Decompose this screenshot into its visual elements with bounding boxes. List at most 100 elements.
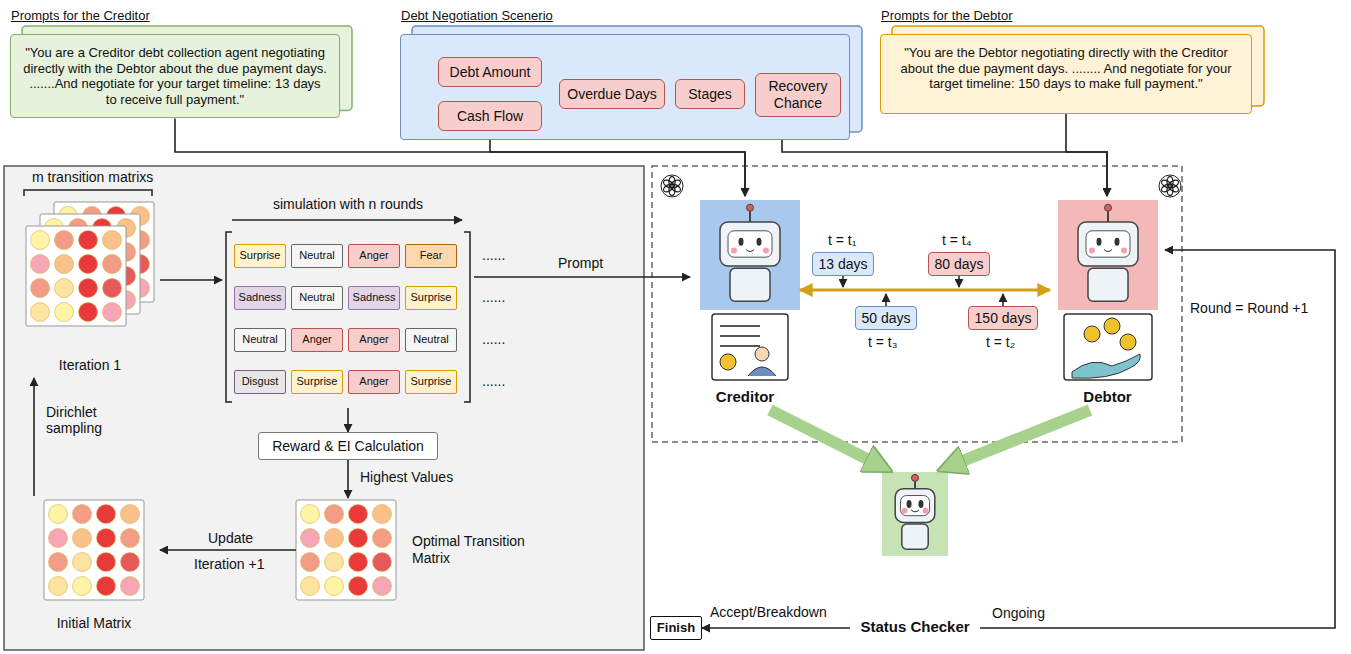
timeline-pointer (842, 276, 844, 287)
end-box: Finish (650, 616, 702, 640)
node-text: 150 days (975, 310, 1032, 327)
debtor-robot (1097, 238, 1102, 246)
matrix-stack: Iteration 1 (20, 198, 160, 378)
annotation: t = t₁ (826, 232, 858, 248)
transition-matrix (349, 553, 368, 572)
timeline-pointer (1002, 294, 1004, 306)
transition-matrix (49, 505, 68, 524)
node-text: Sadness (353, 291, 396, 304)
ai-logo (1159, 175, 1181, 197)
creditor-robot (700, 200, 800, 310)
creditor-robot (747, 204, 754, 211)
transition-matrix (31, 303, 50, 322)
creditor-robot (700, 200, 800, 310)
transition-matrix (103, 303, 122, 322)
node-text: Cash Flow (457, 108, 523, 125)
prompt-box: Prompts for the Debtor"You are the Debto… (880, 34, 1252, 114)
transition-matrix (49, 529, 68, 548)
contract-icon (748, 367, 776, 376)
emotion-cell: Sadness (348, 286, 400, 310)
creditor-robot (739, 238, 744, 246)
checker-node: Status Checker (850, 468, 980, 640)
connector-arrow (474, 276, 690, 278)
transition-matrix (325, 553, 344, 572)
factor-box: Recovery Chance (755, 73, 841, 117)
timeline-arrow (800, 289, 1050, 292)
transition-matrix (296, 500, 396, 600)
transition-matrix (55, 255, 74, 274)
factor-box: Stages (675, 79, 745, 109)
connector-arrow (160, 279, 222, 281)
transition-matrix (79, 255, 98, 274)
edge-label-holder: Ongoing (990, 605, 1047, 621)
transition-matrix (31, 255, 50, 274)
transition-matrix (349, 505, 368, 524)
emotion-cell: Neutral (234, 328, 286, 352)
transition-matrix (44, 500, 144, 600)
transition-matrix (373, 577, 392, 596)
transition-matrix (73, 577, 92, 596)
transition-matrix (97, 577, 116, 596)
node-text: 50 days (861, 310, 910, 327)
node-text: Neutral (413, 333, 448, 346)
checker-robot (900, 496, 929, 516)
transition-matrix (121, 553, 140, 572)
ai-logo (661, 175, 683, 197)
emotion-cell: Anger (348, 370, 400, 394)
label-holder: ...... (480, 289, 507, 305)
checker-robot (923, 508, 929, 514)
transition-matrix (49, 553, 68, 572)
transition-matrix (97, 553, 116, 572)
node-text: Initial Matrix (57, 615, 132, 632)
annotation: t = t₃ (866, 334, 899, 350)
emotion-cell: Sadness (234, 286, 286, 310)
day-box: 50 days (855, 306, 917, 330)
annotation: ...... (480, 247, 507, 263)
label-holder: t = t₃ (866, 334, 899, 350)
edge-label-holder: Accept/Breakdown (708, 604, 829, 620)
transition-matrix (373, 529, 392, 548)
transition-matrix (103, 255, 122, 274)
node-text: Surprise (411, 291, 452, 304)
node-text: "You are a Creditor debt collection agen… (23, 45, 327, 107)
node-text: Neutral (299, 249, 334, 262)
transition-matrix (103, 279, 122, 298)
grey-panel (4, 166, 644, 650)
transition-matrix (121, 505, 140, 524)
transition-matrix (121, 577, 140, 596)
money-icon (1104, 318, 1120, 334)
node-text: Neutral (242, 333, 277, 346)
transition-matrix (31, 279, 50, 298)
money-icon (1064, 314, 1152, 380)
checker-robot (912, 474, 919, 481)
grey-panel (4, 166, 644, 650)
ai-logo (661, 175, 683, 197)
emotion-cell: Disgust (234, 370, 286, 394)
label-holder: ...... (480, 247, 507, 263)
emotion-cell: Neutral (405, 328, 457, 352)
dashed-frame (652, 166, 1182, 442)
emotion-cell: Anger (291, 328, 343, 352)
transition-matrix (73, 505, 92, 524)
timeline-pointer (885, 294, 887, 306)
debtor-robot (1121, 248, 1127, 254)
annotation: ...... (480, 331, 507, 347)
connector-arrow (490, 140, 745, 196)
transition-matrix (325, 577, 344, 596)
annotation: ...... (480, 373, 507, 389)
debtor-robot (1089, 248, 1095, 254)
bracket (464, 232, 470, 402)
transition-matrix (26, 226, 126, 326)
transition-matrix (103, 231, 122, 250)
emotion-cell: Anger (348, 244, 400, 268)
factor-box: Cash Flow (438, 101, 542, 131)
checker-robot (918, 500, 923, 508)
transition-matrix (79, 231, 98, 250)
transition-matrix (97, 529, 116, 548)
node-text: Reward & EI Calculation (272, 438, 424, 455)
transition-matrix (373, 505, 392, 524)
debtor-robot (1104, 250, 1112, 252)
node-text: Status Checker (860, 618, 969, 636)
transition-matrix (301, 577, 320, 596)
